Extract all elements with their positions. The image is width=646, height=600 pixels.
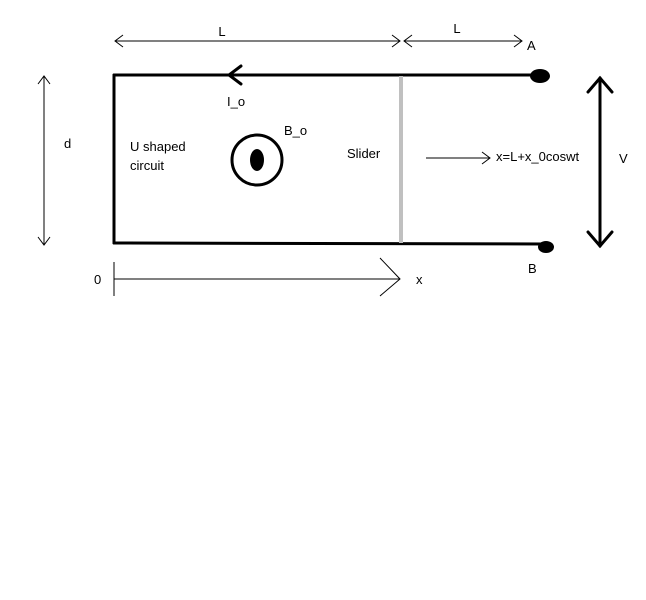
dimension-d-label: d (64, 136, 71, 151)
u-shaped-circuit (112, 73, 548, 246)
arrowhead-left-icon (226, 64, 243, 86)
current-label: I_o (227, 94, 245, 109)
field-label: B_o (284, 123, 307, 138)
voltage-arrow (586, 75, 614, 249)
terminal-a-dot-icon (530, 69, 550, 83)
slider-label: Slider (347, 146, 381, 161)
dimension-l-right (403, 34, 523, 48)
circuit-label-line2: circuit (130, 158, 164, 173)
x-axis-label: x (416, 272, 423, 287)
field-out-of-page-icon (230, 133, 284, 187)
origin-label: 0 (94, 272, 101, 287)
dimension-l-right-label: L (453, 21, 460, 36)
terminal-b-dot-icon (538, 241, 554, 253)
dimension-l-left-label: L (218, 24, 225, 39)
x-axis-arrow (114, 257, 401, 297)
dimension-l-left (114, 34, 401, 48)
motion-arrow (426, 151, 491, 165)
voltage-label: V (619, 151, 628, 166)
terminal-a-label: A (527, 38, 536, 53)
terminal-b-label: B (528, 261, 537, 276)
position-equation: x=L+x_0coswt (496, 149, 579, 164)
circuit-label-line1: U shaped (130, 139, 186, 154)
dimension-d (37, 75, 51, 246)
